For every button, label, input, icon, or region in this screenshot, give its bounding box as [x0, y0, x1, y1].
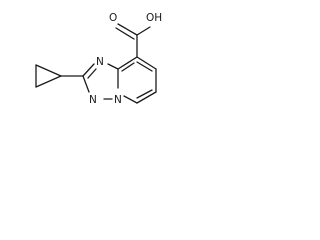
bond-c8-c7-inner: [136, 61, 153, 72]
bond-c5-n4: [123, 95, 138, 104]
bond-ccooh-o-double-a: [117, 23, 138, 36]
molecule-structure: OH O N N N: [35, 12, 162, 106]
bond-lines: [35, 23, 157, 104]
atom-n4-label: N: [114, 94, 122, 106]
bond-c8a-n1: [107, 63, 119, 70]
bond-ccooh-o-double-b: [115, 27, 135, 40]
atom-o-carbonyl-label: O: [109, 12, 117, 24]
bond-c8a-c8-inner: [121, 62, 135, 72]
bond-n1-c2: [82, 63, 95, 77]
bond-c6-c5-inner: [136, 89, 153, 99]
bond-cp1-cp2: [35, 64, 62, 77]
bond-c6-c5: [136, 91, 157, 104]
bond-ccooh-oh: [136, 26, 151, 36]
atom-n1-label: N: [96, 56, 104, 68]
atom-oh-label: OH: [146, 12, 162, 24]
molecule-canvas: OH O N N N: [0, 0, 186, 129]
bond-c8a-c8: [117, 56, 138, 70]
bond-n1-c2-inner: [87, 68, 97, 79]
atom-n3-label: N: [89, 94, 97, 106]
bond-cp1-cp3: [35, 75, 62, 88]
bond-c8-c7: [136, 56, 157, 70]
bond-c2-n3: [82, 75, 90, 93]
